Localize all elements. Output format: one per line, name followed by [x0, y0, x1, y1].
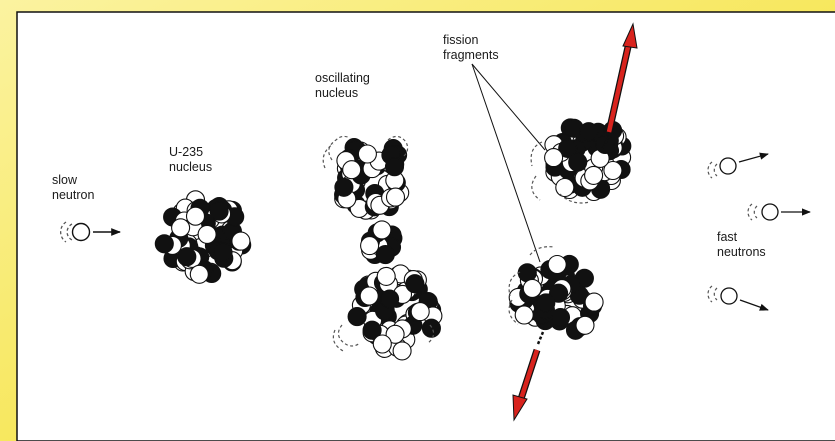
- nucleon: [360, 287, 378, 305]
- nucleon: [537, 294, 555, 312]
- nucleon: [556, 179, 574, 197]
- nucleon: [576, 316, 594, 334]
- nucleon: [172, 219, 190, 237]
- nucleon: [422, 319, 440, 337]
- nucleon: [381, 290, 399, 308]
- nucleon: [406, 275, 424, 293]
- nucleon: [373, 335, 391, 353]
- nucleon: [190, 265, 208, 283]
- nucleon: [411, 303, 429, 321]
- nucleon: [214, 243, 232, 261]
- nucleon: [393, 342, 411, 360]
- nucleon: [377, 267, 395, 285]
- nucleon: [387, 188, 405, 206]
- nucleon: [386, 158, 404, 176]
- nucleon: [335, 178, 353, 196]
- nucleon: [373, 221, 391, 239]
- nucleon: [343, 161, 361, 179]
- nucleon: [585, 166, 603, 184]
- nucleon: [523, 279, 541, 297]
- nucleon: [178, 248, 196, 266]
- nucleon: [187, 207, 205, 225]
- nucleon: [232, 232, 250, 250]
- diagram-panel: [17, 12, 835, 441]
- nucleon: [358, 145, 376, 163]
- nucleon: [348, 308, 366, 326]
- nucleon: [515, 306, 533, 324]
- nucleon: [361, 237, 379, 255]
- nucleon: [580, 123, 598, 141]
- nucleon: [569, 153, 587, 171]
- nucleon: [155, 235, 173, 253]
- nucleon: [210, 202, 228, 220]
- u235-label: U-235 nucleus: [169, 145, 212, 174]
- nucleon: [376, 246, 394, 264]
- nucleon: [548, 256, 566, 274]
- nucleon: [198, 225, 216, 243]
- nucleon: [552, 309, 570, 327]
- nucleon: [596, 136, 614, 154]
- nucleon: [545, 149, 563, 167]
- nucleon: [585, 293, 603, 311]
